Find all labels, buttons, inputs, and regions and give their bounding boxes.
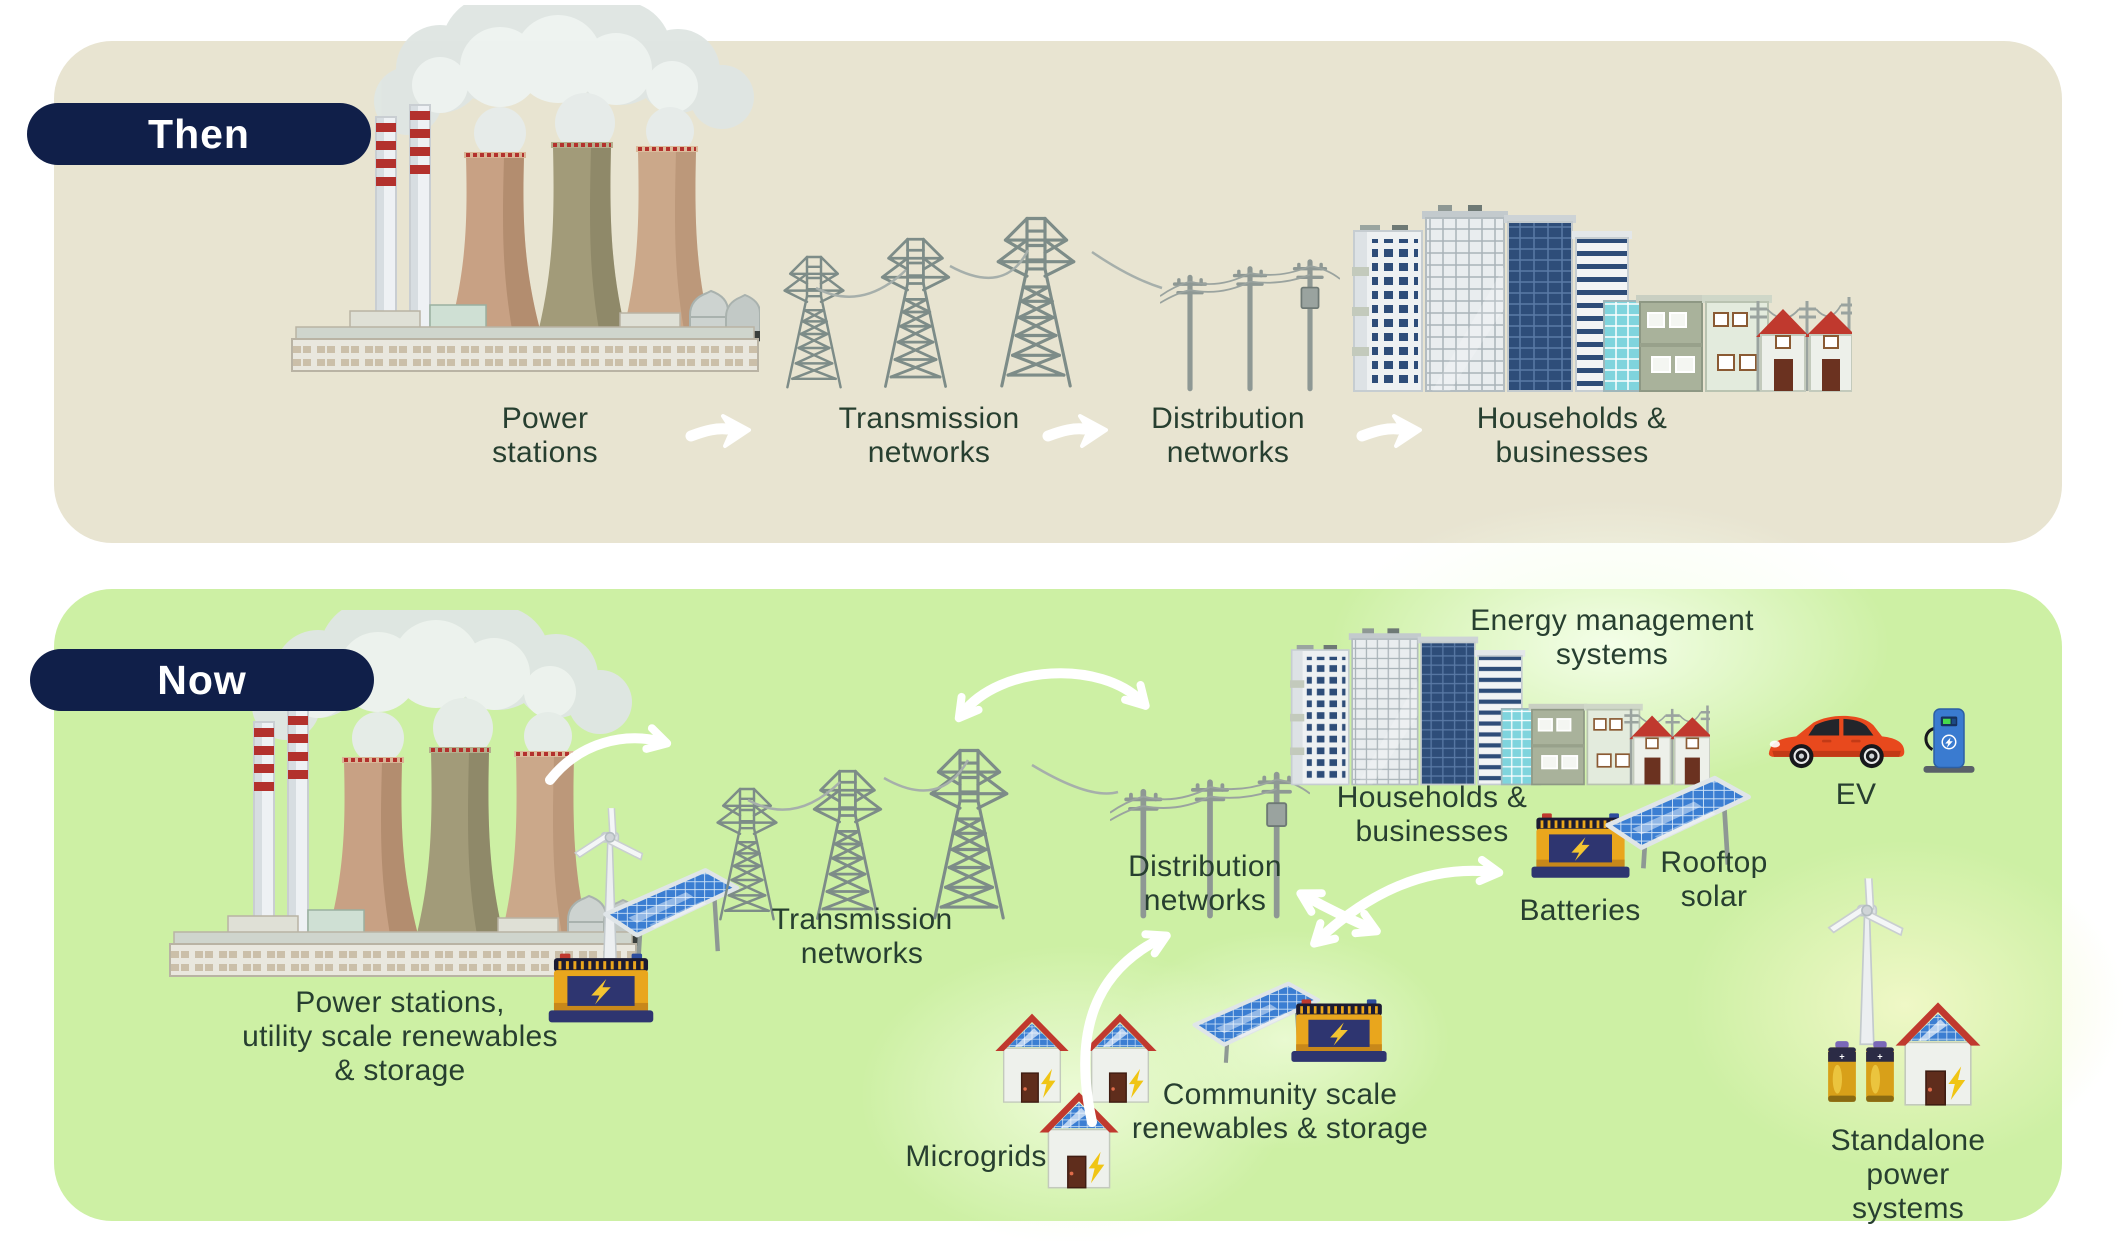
now-ev-car — [1762, 702, 1912, 775]
now-label-power-stations-renewables-storage: Power stations, utility scale renewables… — [242, 986, 558, 1088]
now-label-transmission-networks: Transmission networks — [771, 903, 953, 971]
then-transmission-tower-medium — [868, 223, 963, 390]
now-badge: Now — [30, 649, 374, 711]
now-label-microgrids: Microgrids — [905, 1140, 1047, 1173]
now-label-distribution-networks: Distribution networks — [1128, 850, 1282, 918]
now-utility-battery — [545, 952, 657, 1027]
then-label-transmission-networks: Transmission networks — [838, 402, 1020, 470]
then-label-power-stations: Power stations — [492, 402, 598, 470]
now-label-energy-management-systems: Energy management systems — [1470, 604, 1754, 672]
now-standalone-aa-battery-2 — [1862, 1038, 1898, 1105]
then-buildings-row — [1352, 205, 1852, 395]
then-label-distribution-networks: Distribution networks — [1151, 402, 1305, 470]
now-microgrid-house-front — [1038, 1086, 1120, 1191]
now-transmission-tower-medium — [800, 755, 895, 922]
now-label-batteries: Batteries — [1519, 894, 1641, 927]
then-label-households-businesses: Households & businesses — [1476, 402, 1668, 470]
now-label-community-scale: Community scale renewables & storage — [1131, 1078, 1429, 1146]
then-arrow-2 — [1042, 410, 1112, 454]
then-transmission-tower-small — [772, 243, 856, 390]
then-arrow-3 — [1356, 410, 1426, 454]
then-arrow-1 — [685, 410, 755, 454]
now-community-battery — [1288, 998, 1390, 1066]
now-label-standalone-power-systems: Standalone power systems — [1830, 1124, 1986, 1226]
now-label-rooftop-solar: Rooftop solar — [1660, 846, 1768, 914]
now-transmission-tower-large — [915, 732, 1023, 922]
then-transmission-tower-large — [982, 200, 1090, 390]
then-badge: Then — [27, 103, 371, 165]
then-distribution-poles — [1155, 243, 1345, 393]
now-label-households-businesses: Households & businesses — [1336, 781, 1528, 849]
now-label-ev: EV — [1835, 778, 1877, 811]
then-power-station-illustration — [290, 5, 760, 375]
now-transmission-tower-small — [705, 775, 789, 922]
now-ev-charger — [1922, 706, 1976, 775]
now-standalone-aa-battery-1 — [1824, 1038, 1860, 1105]
now-standalone-house — [1894, 996, 1982, 1108]
